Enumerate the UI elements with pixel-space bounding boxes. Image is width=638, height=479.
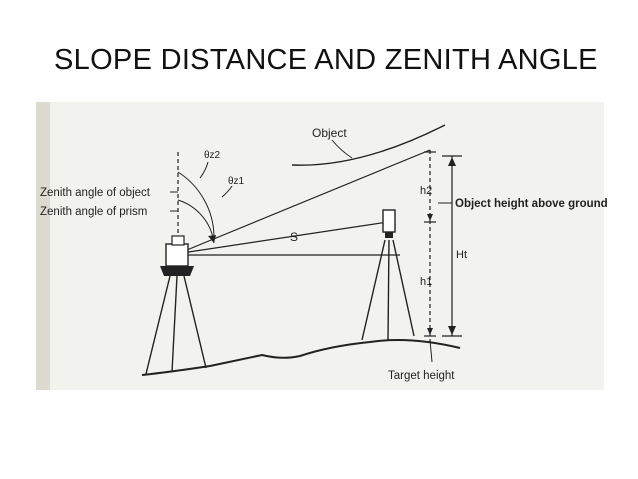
- instrument-body: [165, 243, 189, 267]
- figure-left-strip: [36, 102, 50, 390]
- prism-target: [382, 209, 396, 233]
- zenith-arc-object: [177, 171, 215, 237]
- arc-arrow-head: [208, 235, 216, 243]
- instrument-telescope: [171, 235, 185, 246]
- slope-distance-line: [181, 221, 389, 254]
- h1-arrow: [427, 328, 433, 335]
- zenith-object-label: Zenith angle of object: [40, 187, 151, 199]
- ht-arrow-up: [448, 157, 456, 166]
- ground-line: [141, 339, 461, 376]
- target-height-leader: [429, 339, 433, 363]
- right-tripod-leg-a: [361, 239, 386, 341]
- slide-title: SLOPE DISTANCE AND ZENITH ANGLE: [54, 44, 598, 76]
- theta-z1-leader: [221, 185, 233, 198]
- ht-arrow-down: [448, 326, 456, 335]
- zenith-prism-label: Zenith angle of prism: [40, 206, 147, 218]
- left-tripod-leg-a: [145, 275, 171, 375]
- slope-distance-label: S: [290, 230, 298, 244]
- object-curve: [291, 124, 446, 166]
- object-leader: [331, 139, 353, 159]
- right-tripod-leg-b: [387, 239, 390, 341]
- theta-z1-label: θz1: [228, 176, 245, 187]
- h1-label: h1: [420, 276, 432, 288]
- instrument-base: [160, 266, 194, 276]
- right-tripod-leg-c: [392, 239, 415, 337]
- left-tripod-leg-b: [171, 275, 178, 373]
- left-tripod-leg-c: [183, 275, 207, 369]
- theta-z2-label: θz2: [204, 150, 221, 161]
- prism-pole-cap: [385, 232, 393, 238]
- figure-background: [36, 102, 604, 390]
- sight-line-object: [181, 149, 431, 253]
- h2-label: h2: [420, 185, 432, 197]
- ht-label: Ht: [456, 249, 467, 261]
- theta-z2-leader: [199, 161, 209, 179]
- target-height-label: Target height: [388, 370, 455, 382]
- object-label: Object: [312, 126, 347, 140]
- h2-arrow: [427, 214, 433, 221]
- object-height-label: Object height above ground: [455, 198, 608, 210]
